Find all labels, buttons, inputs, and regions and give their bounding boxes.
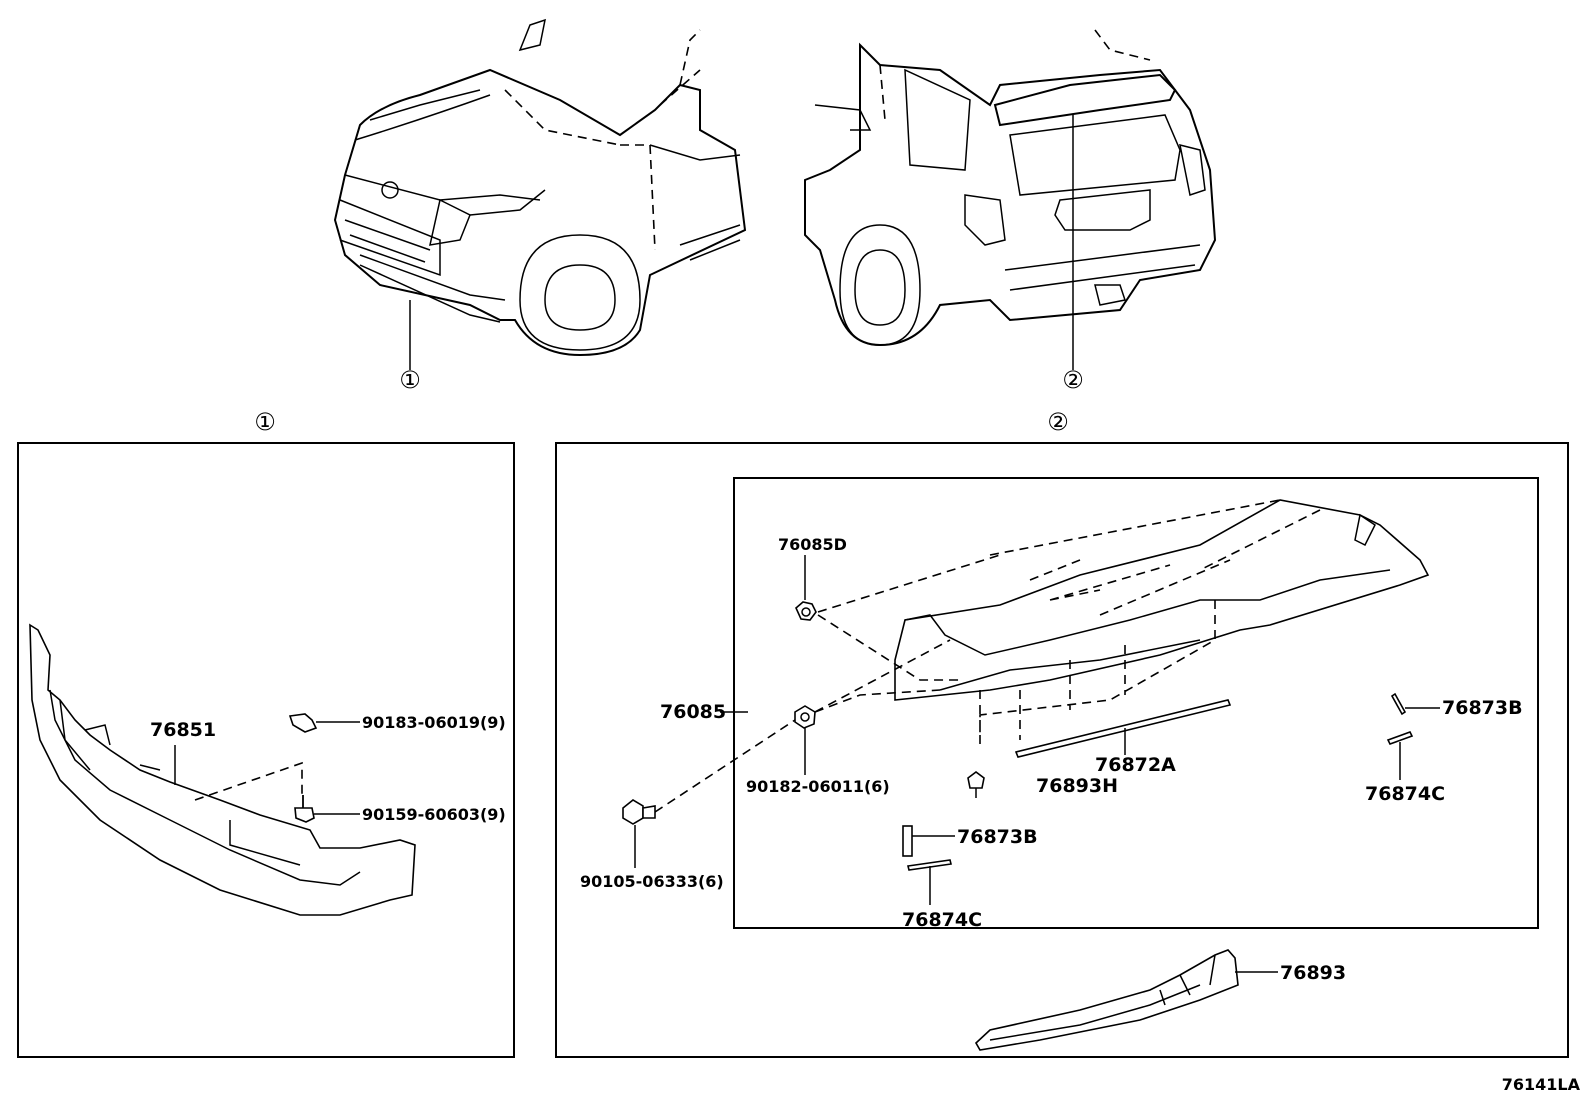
label-76085D: 76085D — [778, 535, 847, 554]
label-90182-06011: 90182-06011(6) — [746, 777, 890, 796]
rear-vehicle-illustration — [804, 29, 1217, 370]
tape-76873B-right-part — [1390, 692, 1407, 716]
front-callout-label: ① — [399, 366, 421, 394]
rear-inner-frame — [733, 477, 1539, 929]
front-spoiler-part — [29, 623, 416, 916]
clip-76085D-part — [795, 601, 817, 621]
lower-spoiler-76893-part — [974, 949, 1239, 1051]
label-76085: 76085 — [660, 701, 726, 723]
bolt-dashes — [654, 719, 796, 813]
label-76872A: 76872A — [1095, 754, 1176, 776]
bolt-90105-part — [622, 799, 656, 825]
front-panel-frame — [17, 442, 515, 1058]
rear-panel-callout: ② — [1047, 408, 1069, 436]
tape-76873B-left-part — [902, 825, 913, 857]
rear-callout-label: ② — [1062, 366, 1084, 394]
rear-assembly-dashes — [979, 499, 1321, 750]
clip-90182-part — [794, 705, 816, 729]
tape-76874C-left-part — [907, 859, 952, 871]
clip-90182-dashes — [814, 639, 951, 713]
label-76893: 76893 — [1280, 962, 1346, 984]
clip-d-dashes — [817, 554, 1001, 681]
rear-panel-frame — [555, 442, 1569, 1058]
push-clip-part — [967, 771, 985, 798]
label-90159-60603: 90159-60603(9) — [362, 805, 506, 824]
label-90183-06019: 90183-06019(9) — [362, 713, 506, 732]
label-76874C-left: 76874C — [902, 909, 982, 931]
front-screw-part — [294, 795, 315, 823]
label-76893H: 76893H — [1036, 775, 1118, 797]
front-callout: ① — [399, 366, 421, 394]
label-76873B-right: 76873B — [1442, 697, 1523, 719]
label-90105-06333: 90105-06333(6) — [580, 872, 724, 891]
front-clip-part — [288, 713, 318, 733]
figure-code: 76141LA — [1502, 1075, 1581, 1094]
rear-spoiler-part — [894, 499, 1430, 701]
rear-callout: ② — [1062, 366, 1084, 394]
label-76851: 76851 — [150, 719, 216, 741]
front-panel-callout: ① — [254, 408, 276, 436]
front-vehicle-illustration — [333, 18, 747, 370]
label-76873B-left: 76873B — [957, 826, 1038, 848]
label-76874C-right: 76874C — [1365, 783, 1445, 805]
seal-76872A-part — [1014, 699, 1232, 758]
front-leader-dashes — [194, 761, 303, 801]
tape-76874C-right-part — [1386, 731, 1414, 745]
